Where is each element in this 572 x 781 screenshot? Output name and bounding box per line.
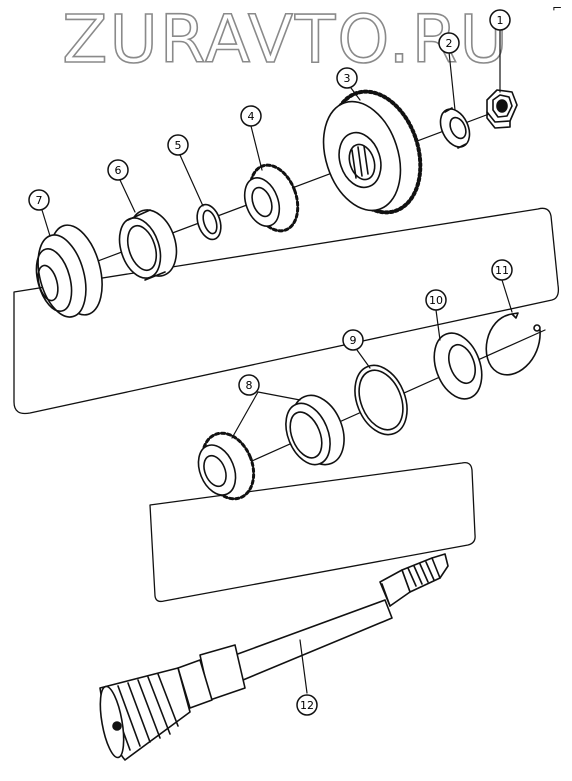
svg-text:5: 5	[175, 139, 182, 152]
callout-11: 11	[491, 259, 513, 281]
callout-12: 12	[296, 694, 318, 716]
part-bearing-cup-lower	[285, 394, 345, 466]
part-pinion-shaft	[99, 553, 449, 761]
svg-text:3: 3	[344, 72, 351, 85]
callouts: 1 2 3 4 5 6 7 8 9 10 11 12	[28, 9, 513, 716]
callout-2: 2	[438, 32, 460, 54]
part-gear	[322, 89, 423, 215]
leader-lines	[41, 29, 513, 694]
corner-mark: ⌐	[552, 1, 562, 15]
part-thrust-washer	[433, 332, 483, 400]
svg-text:6: 6	[115, 164, 122, 177]
callout-5: 5	[167, 134, 189, 156]
svg-text:10: 10	[429, 294, 443, 307]
callout-3: 3	[336, 67, 358, 89]
part-seal	[35, 224, 103, 318]
svg-text:9: 9	[350, 334, 357, 347]
part-snap-ring-lower	[485, 312, 541, 376]
svg-text:4: 4	[248, 110, 255, 123]
group-outline-upper	[13, 207, 560, 415]
part-snap-ring-upper	[196, 203, 222, 241]
callout-6: 6	[107, 159, 129, 181]
part-nut	[486, 89, 518, 129]
callout-1: 1	[489, 9, 511, 31]
svg-text:12: 12	[300, 699, 314, 712]
part-bearing-upper	[243, 163, 300, 233]
svg-text:8: 8	[246, 379, 253, 392]
callout-10: 10	[425, 289, 447, 311]
svg-text:11: 11	[495, 264, 509, 277]
callout-9: 9	[342, 329, 364, 351]
part-o-ring	[354, 364, 408, 436]
svg-text:2: 2	[446, 37, 453, 50]
group-outline-lower	[149, 462, 476, 603]
part-washer	[439, 107, 471, 149]
svg-text:7: 7	[36, 194, 43, 207]
part-bearing-cup-upper	[118, 209, 178, 281]
callout-4: 4	[240, 105, 262, 127]
svg-text:1: 1	[497, 14, 504, 27]
part-bearing-lower	[197, 431, 256, 501]
callout-7: 7	[28, 189, 50, 211]
callout-8: 8	[238, 374, 260, 396]
